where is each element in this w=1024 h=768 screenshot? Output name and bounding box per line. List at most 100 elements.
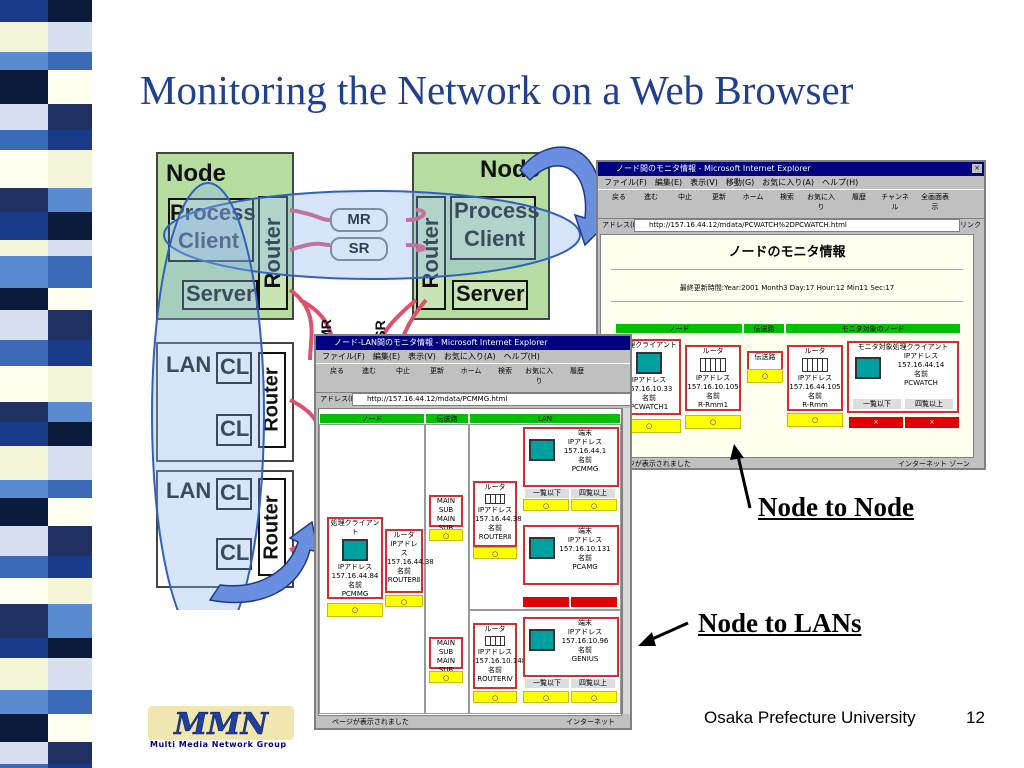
path-status-button[interactable]: ○: [747, 369, 783, 383]
browser-lan-menubar[interactable]: ファイル(F) 編集(E) 表示(V) お気に入り(A) ヘルプ(H): [322, 352, 540, 361]
lan-router-ip-label: IPアドレス: [390, 540, 418, 557]
lan-client-ip-value: 157.16.44.84: [331, 572, 379, 580]
terminal1-status-left[interactable]: ○: [523, 499, 569, 511]
lan1-cl2-box: [216, 414, 252, 446]
lan-toolbar-forward[interactable]: 進む: [362, 367, 376, 375]
left-router-box: [258, 196, 288, 310]
terminal2-alarm-left[interactable]: [523, 597, 569, 607]
computer-icon: [529, 537, 555, 559]
terminal3-title: 端末: [578, 619, 592, 627]
toolbar-favorites[interactable]: お気に入り: [807, 193, 835, 211]
router2-status-button[interactable]: ○: [787, 413, 843, 427]
lan-router1-name-value: ROUTERⅡ: [478, 533, 512, 541]
address-label: アドレス(D): [602, 221, 641, 229]
lan-client-ip-label: IPアドレス: [337, 563, 373, 571]
lan-toolbar-stop[interactable]: 中止: [396, 367, 410, 375]
left-node-title: Node: [166, 160, 226, 187]
browser-lan-titlebar: ノード-LAN間のモニタ情報 - Microsoft Internet Expl…: [316, 336, 630, 350]
toolbar-forward[interactable]: 進む: [644, 193, 658, 201]
browser-node-content: ノードのモニタ情報 最終更新時間:Year:2001 Month3 Day:17…: [600, 234, 974, 458]
lan2-cl1-box: [216, 478, 252, 510]
lan-toolbar-search[interactable]: 検索: [498, 367, 512, 375]
lan-toolbar-favorites[interactable]: お気に入り: [525, 367, 553, 385]
toolbar-back[interactable]: 戻る: [612, 193, 626, 201]
lan-scrollbar[interactable]: [622, 408, 630, 714]
router1-status-button[interactable]: ○: [685, 415, 741, 429]
browser-node-titlebar: ノード間のモニタ情報 - Microsoft Internet Explorer: [598, 162, 984, 176]
lan-router-status-button[interactable]: ○: [385, 595, 423, 607]
terminal3-status-left[interactable]: ○: [523, 691, 569, 703]
path1-mainsub: MAIN SUB: [436, 515, 456, 532]
path2-status-button[interactable]: ○: [429, 671, 463, 683]
tunnel-sr: SR: [330, 237, 388, 261]
mmn-logo-graphic: MMN: [148, 706, 294, 742]
path1-status-button[interactable]: ○: [429, 529, 463, 541]
router-icon: [700, 358, 726, 372]
links-label[interactable]: リンク: [960, 221, 981, 229]
target-btn-lower[interactable]: 一覧以下: [853, 399, 901, 409]
lan-router-name-label: 名前: [397, 567, 411, 575]
toolbar-refresh[interactable]: 更新: [712, 193, 726, 201]
target-alarm-left[interactable]: ×: [849, 417, 903, 428]
toolbar-fullscreen[interactable]: 全画面表示: [921, 193, 949, 211]
target-name-value: PCWATCH: [904, 379, 938, 387]
terminal2-ip-label: IPアドレス: [567, 536, 603, 544]
terminal3-status-right[interactable]: ○: [571, 691, 617, 703]
address-input[interactable]: http://157.16.44.12/mdata/PCWATCH%2DPCWA…: [634, 219, 960, 232]
client-name-value: PCWATCH1: [629, 403, 669, 411]
page-number: 12: [966, 708, 985, 727]
lan-client-status-button[interactable]: ○: [327, 603, 383, 617]
lan-router2-ip-label: IPアドレス: [477, 648, 513, 656]
lan-router1-title: ルータ: [484, 483, 506, 491]
target-ip-label: IPアドレス: [903, 352, 939, 360]
terminal1-ip-label: IPアドレス: [567, 438, 603, 446]
target-ip-value: 157.16.44.14: [897, 361, 945, 369]
terminal1-btn-upper[interactable]: 四覧以上: [571, 489, 615, 498]
terminal1-ip-value: 157.16.44.1: [563, 447, 607, 455]
lan-toolbar-back[interactable]: 戻る: [330, 367, 344, 375]
left-process-client-box: [168, 198, 254, 262]
toolbar-history[interactable]: 履歴: [852, 193, 866, 201]
terminal2-title: 端末: [578, 527, 592, 535]
lan2-cl2-box: [216, 538, 252, 570]
toolbar-channels[interactable]: チャンネル: [881, 193, 909, 211]
lan-toolbar-history[interactable]: 履歴: [570, 367, 584, 375]
terminal1-btn-lower[interactable]: 一覧以下: [525, 489, 569, 498]
node-page-heading: ノードのモニタ情報: [728, 245, 846, 260]
lan-status-right: インターネット: [566, 718, 615, 726]
router2-title: ルータ: [804, 347, 826, 355]
lan-toolbar-home[interactable]: ホーム: [460, 367, 482, 375]
browser-node-close-button[interactable]: ×: [972, 164, 982, 173]
toolbar-home[interactable]: ホーム: [742, 193, 764, 201]
toolbar-search[interactable]: 検索: [780, 193, 794, 201]
lan-router-ip-value: 157.16.44.38: [387, 558, 434, 566]
browser-node-menubar[interactable]: ファイル(F) 編集(E) 表示(V) 移動(G) お気に入り(A) ヘルプ(H…: [604, 178, 859, 187]
card-router-1: ルータ IPアドレス 157.16.10.105 名前 R-Rmm1: [685, 345, 741, 411]
lan-router2-status-button[interactable]: ○: [473, 691, 517, 703]
target-alarm-right[interactable]: ×: [905, 417, 959, 428]
target-name-label: 名前: [914, 370, 928, 378]
lan-address-input[interactable]: http://157.16.44.12/mdata/PCMMG.html: [352, 393, 630, 406]
router2-ip-label: IPアドレス: [797, 374, 833, 382]
terminal2-name-value: PCAMG: [572, 563, 598, 571]
tunnel-mr: MR: [330, 208, 388, 232]
caption-node-to-node: Node to Node: [758, 492, 914, 522]
lan1-label: LAN: [166, 352, 212, 377]
lan-toolbar-refresh[interactable]: 更新: [430, 367, 444, 375]
router1-title: ルータ: [702, 347, 724, 355]
path2-main: MAIN: [436, 639, 456, 647]
terminal3-btn-lower[interactable]: 一覧以下: [525, 679, 569, 688]
terminal1-name-value: PCMMG: [571, 465, 599, 473]
lan-router1-status-button[interactable]: ○: [473, 547, 517, 559]
toolbar-stop[interactable]: 中止: [678, 193, 692, 201]
target-btn-upper[interactable]: 四覧以上: [905, 399, 953, 409]
browser-lan-address-bar: アドレス(D) http://157.16.44.12/mdata/PCMMG.…: [316, 392, 630, 406]
terminal3-btn-upper[interactable]: 四覧以上: [571, 679, 615, 688]
lan-router1-ip-value: 157.16.44.38: [475, 515, 522, 523]
status-right: インターネット ゾーン: [898, 460, 970, 468]
browser-node-toolbar: 戻る 進む 中止 更新 ホーム 検索 お気に入り 履歴 チャンネル 全画面表示: [598, 189, 984, 219]
router2-ip-value: 157.16.44.105: [789, 383, 841, 391]
terminal3-ip-value: 157.16.10.96: [561, 637, 609, 645]
terminal2-alarm-right[interactable]: [571, 597, 617, 607]
terminal1-status-right[interactable]: ○: [571, 499, 617, 511]
